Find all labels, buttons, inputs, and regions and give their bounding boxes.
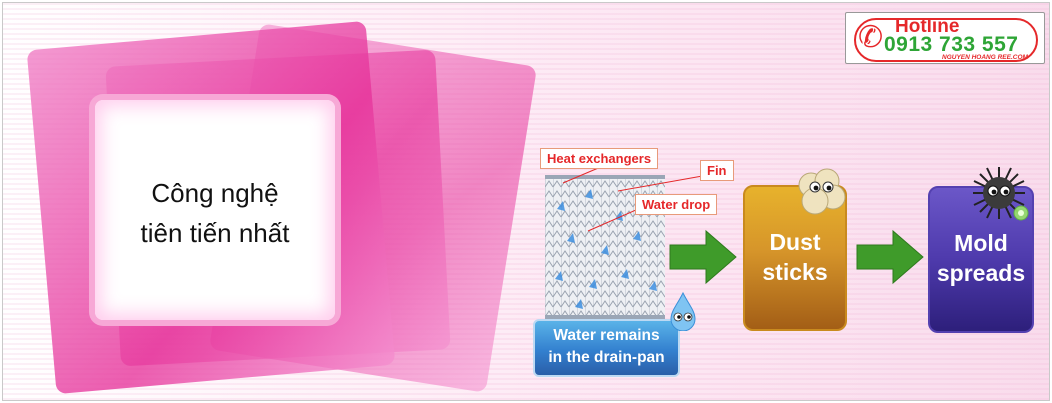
- title-text: Công nghệ tiên tiến nhất: [95, 173, 335, 253]
- arrow-right-icon: [669, 229, 737, 285]
- hotline-label: Hotline: [895, 16, 960, 37]
- title-line-2: tiên tiến nhất: [140, 218, 290, 248]
- mold-line-1: Mold: [954, 230, 1008, 256]
- title-card: [95, 100, 335, 320]
- hotline-ring: [854, 18, 1038, 62]
- fin-tag: Fin: [700, 160, 734, 181]
- callout-lines: [562, 165, 709, 232]
- phone-icon: ✆: [858, 21, 884, 54]
- dust-sticks-box: Dust sticks: [743, 185, 847, 331]
- hotline-badge[interactable]: ✆ Hotline 0913 733 557 NGUYEN HOANG REE.…: [845, 12, 1045, 64]
- mold-line-2: spreads: [936, 260, 1026, 286]
- hotline-brand: NGUYEN HOANG REE.COM: [942, 54, 1028, 61]
- title-line-1: Công nghệ: [151, 178, 279, 208]
- water-droplet-character-icon: [670, 291, 696, 331]
- dust-line-1: Dust: [769, 229, 821, 255]
- water-remains-line-1: Water remains: [553, 327, 660, 344]
- water-remains-line-2: in the drain-pan: [548, 349, 665, 366]
- dust-character-icon: [798, 168, 846, 215]
- arrow-right-icon-2: [856, 229, 924, 285]
- water-remains-box: Water remains in the drain-pan: [533, 319, 680, 377]
- heat-exchangers-tag: Heat exchangers: [540, 148, 659, 169]
- water-drop-tag: Water drop: [635, 194, 718, 215]
- dust-line-2: sticks: [762, 259, 828, 285]
- mold-character-icon: [973, 167, 1029, 221]
- hotline-number[interactable]: 0913 733 557: [884, 33, 1019, 56]
